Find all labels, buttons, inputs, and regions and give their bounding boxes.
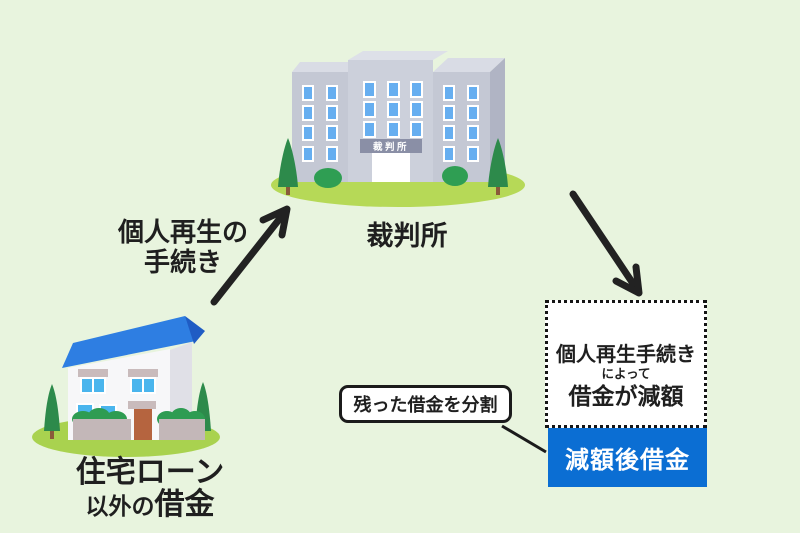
courthouse-sign [360,139,422,153]
house-label-line2: 以外の借金 [35,487,265,521]
house-label-line2-small: 以外の [85,492,155,519]
result-line3: 借金が減額 [568,382,684,409]
courthouse-sign-text: 裁判所 [373,141,409,153]
house-label-line2-large: 借金 [154,487,215,521]
result-line1: 個人再生手続き [556,344,696,366]
courthouse-trees [278,138,508,195]
courthouse-illustration: 裁判所 [271,51,525,207]
house-label: 住宅ローン 以外の借金 [35,457,265,520]
courthouse-windows [302,81,479,162]
courthouse-building [292,51,505,182]
reduced-debt-box: 減額後借金 [548,428,707,487]
arrow-court-to-result [569,190,643,297]
courthouse-label: 裁判所 [366,221,448,251]
split-debt-callout: 残った借金を分割 [339,385,512,423]
result-line2: によって [601,367,651,381]
house-label-line1: 住宅ローン [75,456,225,489]
procedure-label-line2: 手続き [143,246,222,277]
house-planters [72,408,205,440]
courthouse-door [372,153,410,182]
callout-pointer-line [501,424,547,454]
house-door [128,401,156,440]
result-dotted-box: 個人再生手続き によって 借金が減額 [545,300,707,428]
procedure-label-line1: 個人再生の [117,217,248,247]
procedure-arrow-label: 個人再生の 手続き [108,217,258,278]
house-illustration [32,316,220,457]
